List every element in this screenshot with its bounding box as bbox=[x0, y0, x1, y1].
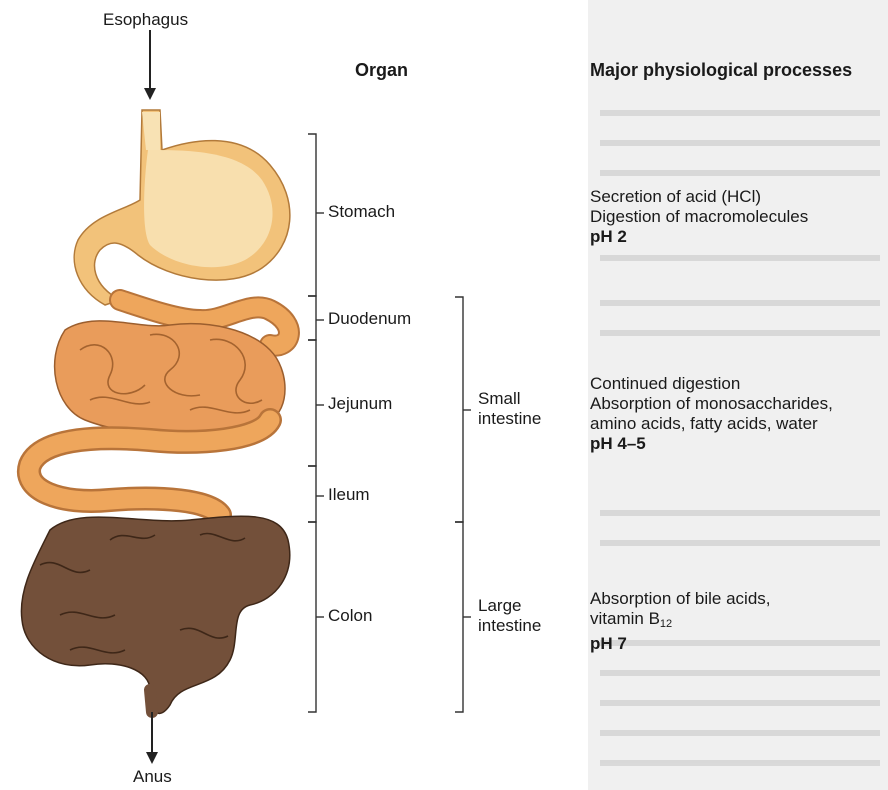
ph-stomach: pH 2 bbox=[590, 227, 808, 247]
organ-column-header: Organ bbox=[355, 60, 408, 81]
process-small-intestine: Continued digestion Absorption of monosa… bbox=[590, 374, 833, 454]
ph-small-intestine: pH 4–5 bbox=[590, 434, 833, 454]
organ-brackets bbox=[308, 134, 324, 712]
organ-label-colon: Colon bbox=[328, 606, 372, 626]
organ-label-ileum: Ileum bbox=[328, 485, 370, 505]
colon-shape bbox=[21, 516, 289, 713]
stomach-shape bbox=[74, 110, 290, 305]
group-brackets bbox=[455, 297, 471, 712]
anus-label: Anus bbox=[133, 767, 172, 787]
small-intestine-shape bbox=[29, 300, 289, 515]
group-label-large-intestine: Large intestine bbox=[478, 596, 541, 636]
process-large-intestine: Absorption of bile acids, vitamin B12 pH… bbox=[590, 589, 771, 654]
group-label-small-intestine: Small intestine bbox=[478, 389, 541, 429]
ph-large-intestine: pH 7 bbox=[590, 634, 771, 654]
esophagus-label: Esophagus bbox=[103, 10, 188, 30]
process-column-header: Major physiological processes bbox=[590, 60, 852, 81]
process-stomach: Secretion of acid (HCl) Digestion of mac… bbox=[590, 187, 808, 247]
organ-label-jejunum: Jejunum bbox=[328, 394, 392, 414]
organ-label-duodenum: Duodenum bbox=[328, 309, 411, 329]
organ-label-stomach: Stomach bbox=[328, 202, 395, 222]
